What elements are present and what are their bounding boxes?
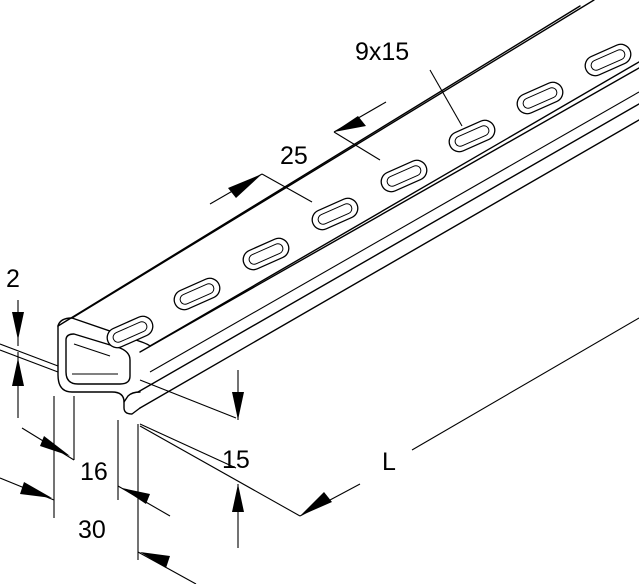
slots — [106, 43, 632, 349]
slot — [380, 159, 428, 193]
arrow-left-icon — [334, 116, 366, 132]
top-edge-back — [57, 5, 581, 327]
arrow-up-icon — [12, 358, 24, 386]
slot — [242, 237, 290, 271]
dim-length: L — [139, 317, 639, 517]
profile-top — [57, 317, 151, 347]
dim-pitch: 25 — [209, 101, 387, 205]
arrow-right-icon — [228, 174, 262, 198]
top-edge-back-inner — [71, 0, 595, 319]
dim-height: 15 — [139, 370, 250, 548]
top-edge-front-inner — [149, 61, 639, 347]
arrow-left-icon — [122, 488, 150, 504]
length-label: L — [382, 448, 396, 476]
arrow-right-icon — [20, 482, 52, 498]
side-edge-mid — [149, 91, 639, 373]
arrow-left-icon — [300, 492, 332, 516]
arrow-right-icon — [40, 436, 70, 456]
slot — [106, 315, 154, 349]
slot — [448, 119, 496, 153]
height-label: 15 — [222, 446, 250, 474]
arrow-down-icon — [232, 392, 244, 420]
dim-inner-width: 16 — [21, 396, 171, 517]
pitch-label: 25 — [280, 142, 308, 170]
profile-inner — [65, 333, 131, 385]
side-edge-upper — [137, 103, 639, 393]
slot — [173, 277, 221, 311]
slot — [584, 43, 632, 77]
top-edge-front — [139, 67, 639, 353]
arrow-left-icon — [140, 552, 170, 568]
slot — [516, 81, 564, 115]
arrow-up-icon — [232, 484, 244, 512]
profile-lip — [73, 343, 111, 357]
channel-body — [57, 0, 639, 409]
outer-width-label: 30 — [78, 516, 106, 544]
profile-outer — [57, 325, 141, 415]
inner-width-label: 16 — [80, 458, 108, 486]
slot — [311, 197, 359, 231]
slot-size-label: 9x15 — [355, 38, 409, 66]
profile-foot — [123, 391, 141, 403]
thickness-label: 2 — [6, 265, 20, 293]
channel-end-profile — [57, 317, 151, 415]
dim-outer-width: 30 — [0, 396, 197, 584]
dim-slot-size: 9x15 — [355, 38, 463, 127]
side-edge-lower — [139, 119, 639, 409]
arrow-down-icon — [12, 312, 24, 340]
dim-thickness: 2 — [0, 265, 59, 418]
